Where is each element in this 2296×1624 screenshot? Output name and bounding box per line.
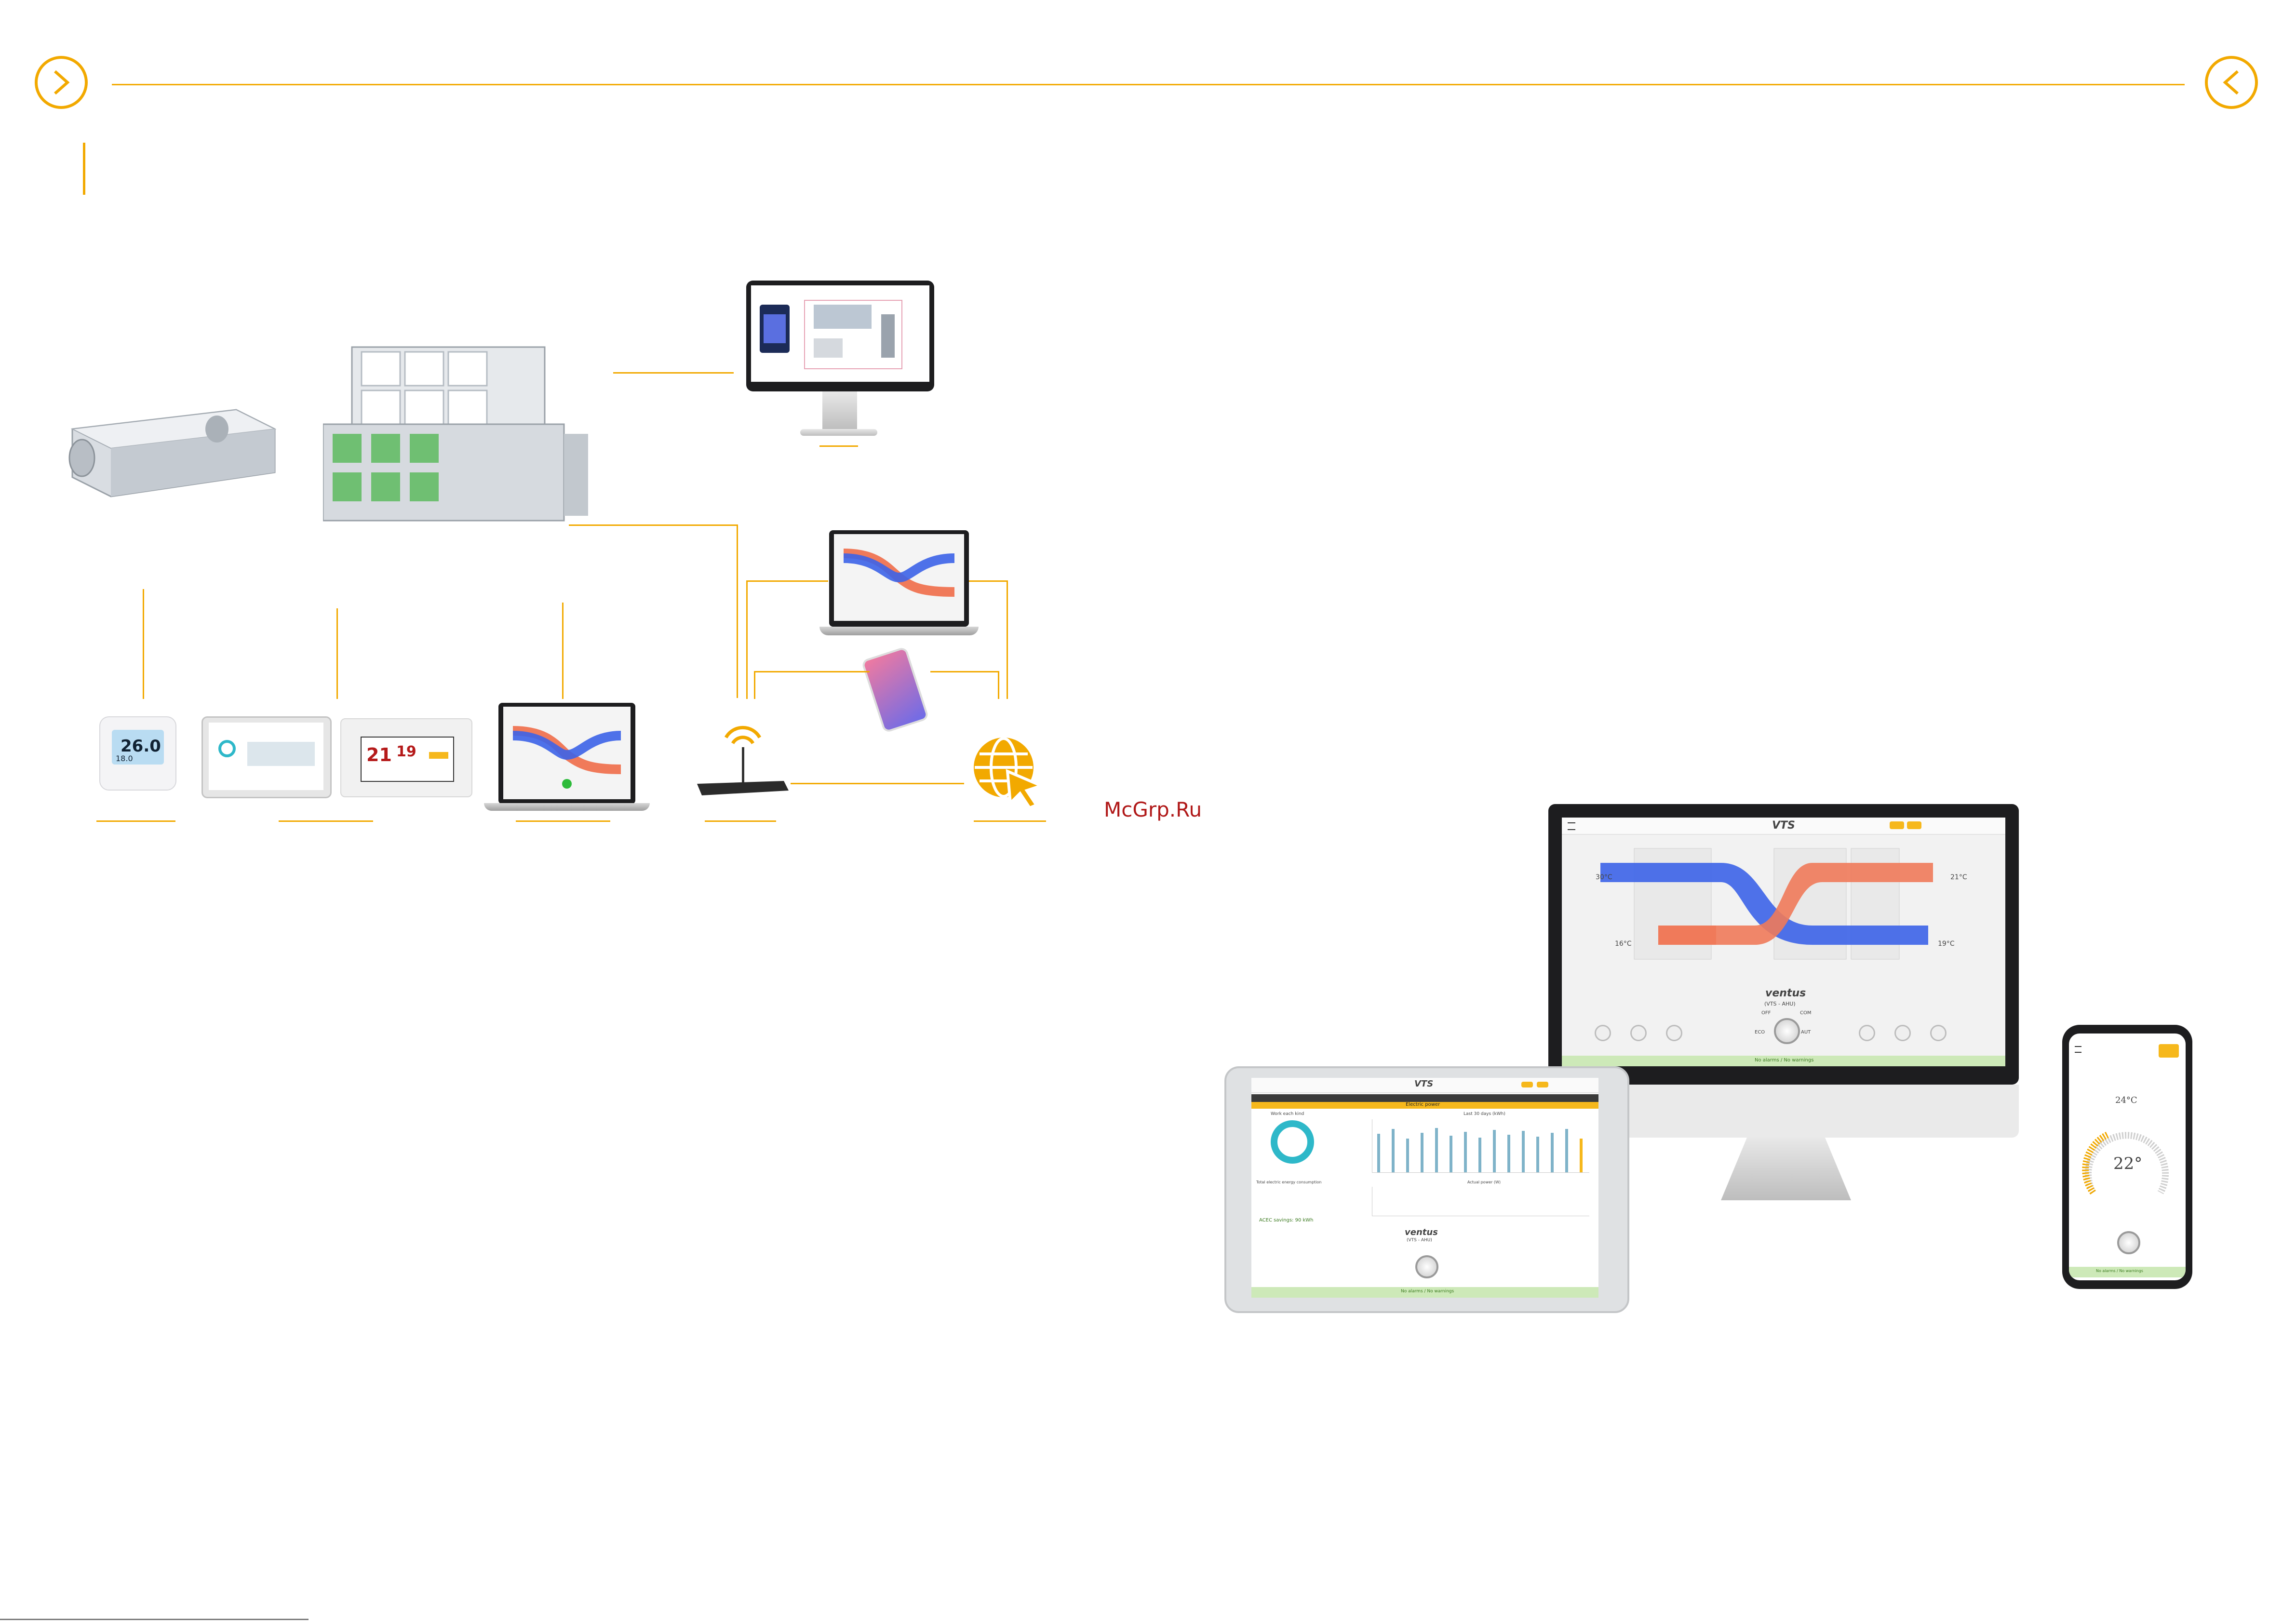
phone-menu-icon[interactable] [2075, 1046, 2081, 1053]
section-marker [83, 143, 85, 195]
alarm-button[interactable] [1595, 1025, 1611, 1041]
hmi-temp-1: 21 [366, 744, 392, 765]
thermostat-sub: 18.0 [116, 754, 133, 763]
mode-aut: AUT [1801, 1030, 1811, 1035]
login-button[interactable] [1907, 821, 1921, 829]
tablet-bottom-chart-title: Actual power (W) [1467, 1180, 1501, 1184]
phone-badge[interactable] [2159, 1044, 2179, 1058]
tablet-brand: VTS [1414, 1079, 1434, 1089]
tablet-right-chart-title: Last 30 days (kWh) [1464, 1112, 1505, 1116]
donut-chart [1271, 1120, 1314, 1164]
lang-button[interactable] [1890, 821, 1904, 829]
tablet-status: No alarms / No warnings [1401, 1289, 1454, 1294]
room-thermostat: 26.0 18.0 [99, 716, 176, 791]
phone-power-button[interactable] [2117, 1231, 2140, 1254]
tablet-login-button[interactable] [1537, 1082, 1548, 1087]
thermostat-temp: 26.0 [121, 737, 161, 756]
prev-page-icon[interactable] [35, 56, 88, 109]
exhaust-temp: 16°C [1615, 940, 1632, 948]
mode-eco: ECO [1755, 1030, 1765, 1035]
phone-indoor-temp: 24°C [2115, 1095, 2137, 1105]
outdoor-temp: 30°C [1596, 873, 1612, 881]
phone-setpoint: 22° [2113, 1154, 2143, 1173]
header-rule [112, 84, 2185, 85]
cloud-web-icon[interactable] [969, 733, 1046, 810]
large-ahu-image [323, 346, 588, 522]
desktop-monitor-stand [1721, 1138, 1851, 1200]
remote-phone [860, 646, 930, 734]
watermark: McGrp.Ru [1104, 798, 1202, 821]
phone-screen: 24°C 22° No alarms / No warnings [2069, 1033, 2186, 1280]
desktop-screen: VTS 30°C 21°C 16°C 19°C ventus (VTS - AH… [1562, 818, 2005, 1066]
power-button[interactable] [1774, 1018, 1800, 1044]
tablet-left-chart-title: Work each kind [1271, 1112, 1304, 1116]
compact-ahu-image [68, 409, 277, 497]
settings-button[interactable] [1666, 1025, 1682, 1041]
tablet-lang-button[interactable] [1521, 1082, 1533, 1087]
desktop-brand: VTS [1772, 819, 1795, 832]
tablet-consumption-title: Total electric energy consumption [1256, 1180, 1322, 1184]
tablet-screen: VTS Electric power Work each kind Last 3… [1251, 1078, 1598, 1298]
phone-status: No alarms / No warnings [2096, 1269, 2143, 1273]
bms-screen [751, 285, 929, 382]
schedule-button[interactable] [1630, 1025, 1647, 1041]
mode-com: COM [1800, 1010, 1812, 1016]
supply-temp: 19°C [1938, 940, 1955, 948]
tablet-product: ventus [1405, 1227, 1438, 1237]
heater-button[interactable] [1894, 1025, 1911, 1041]
tablet-savings: ACEC savings: 90 kWh [1259, 1218, 1314, 1223]
hmi-panel: 21 19 [340, 718, 472, 797]
desktop-product: ventus [1765, 987, 1806, 999]
info-button[interactable] [1930, 1025, 1947, 1041]
desktop-status: No alarms / No warnings [1755, 1058, 1814, 1063]
indoor-temp: 21°C [1950, 873, 1967, 881]
tablet-power-button[interactable] [1415, 1255, 1438, 1278]
mode-off: OFF [1761, 1010, 1771, 1016]
router-image [697, 725, 789, 795]
control-tablet [201, 716, 332, 798]
tablet-section-title: Electric power [1406, 1102, 1440, 1107]
bar-chart [1372, 1119, 1589, 1173]
bms-monitor-stand [822, 391, 857, 430]
next-page-icon[interactable] [2205, 56, 2258, 109]
page-footer-rule [0, 1619, 309, 1620]
hmi-temp-2: 19 [396, 743, 416, 760]
desktop-model: (VTS - AHU) [1764, 1001, 1796, 1007]
airflow-diagram [1600, 848, 1933, 960]
phone-temperature-dial[interactable] [2079, 1115, 2175, 1212]
fan-button[interactable] [1859, 1025, 1875, 1041]
tablet-model: (VTS - AHU) [1407, 1238, 1432, 1243]
menu-icon[interactable] [1568, 822, 1575, 830]
